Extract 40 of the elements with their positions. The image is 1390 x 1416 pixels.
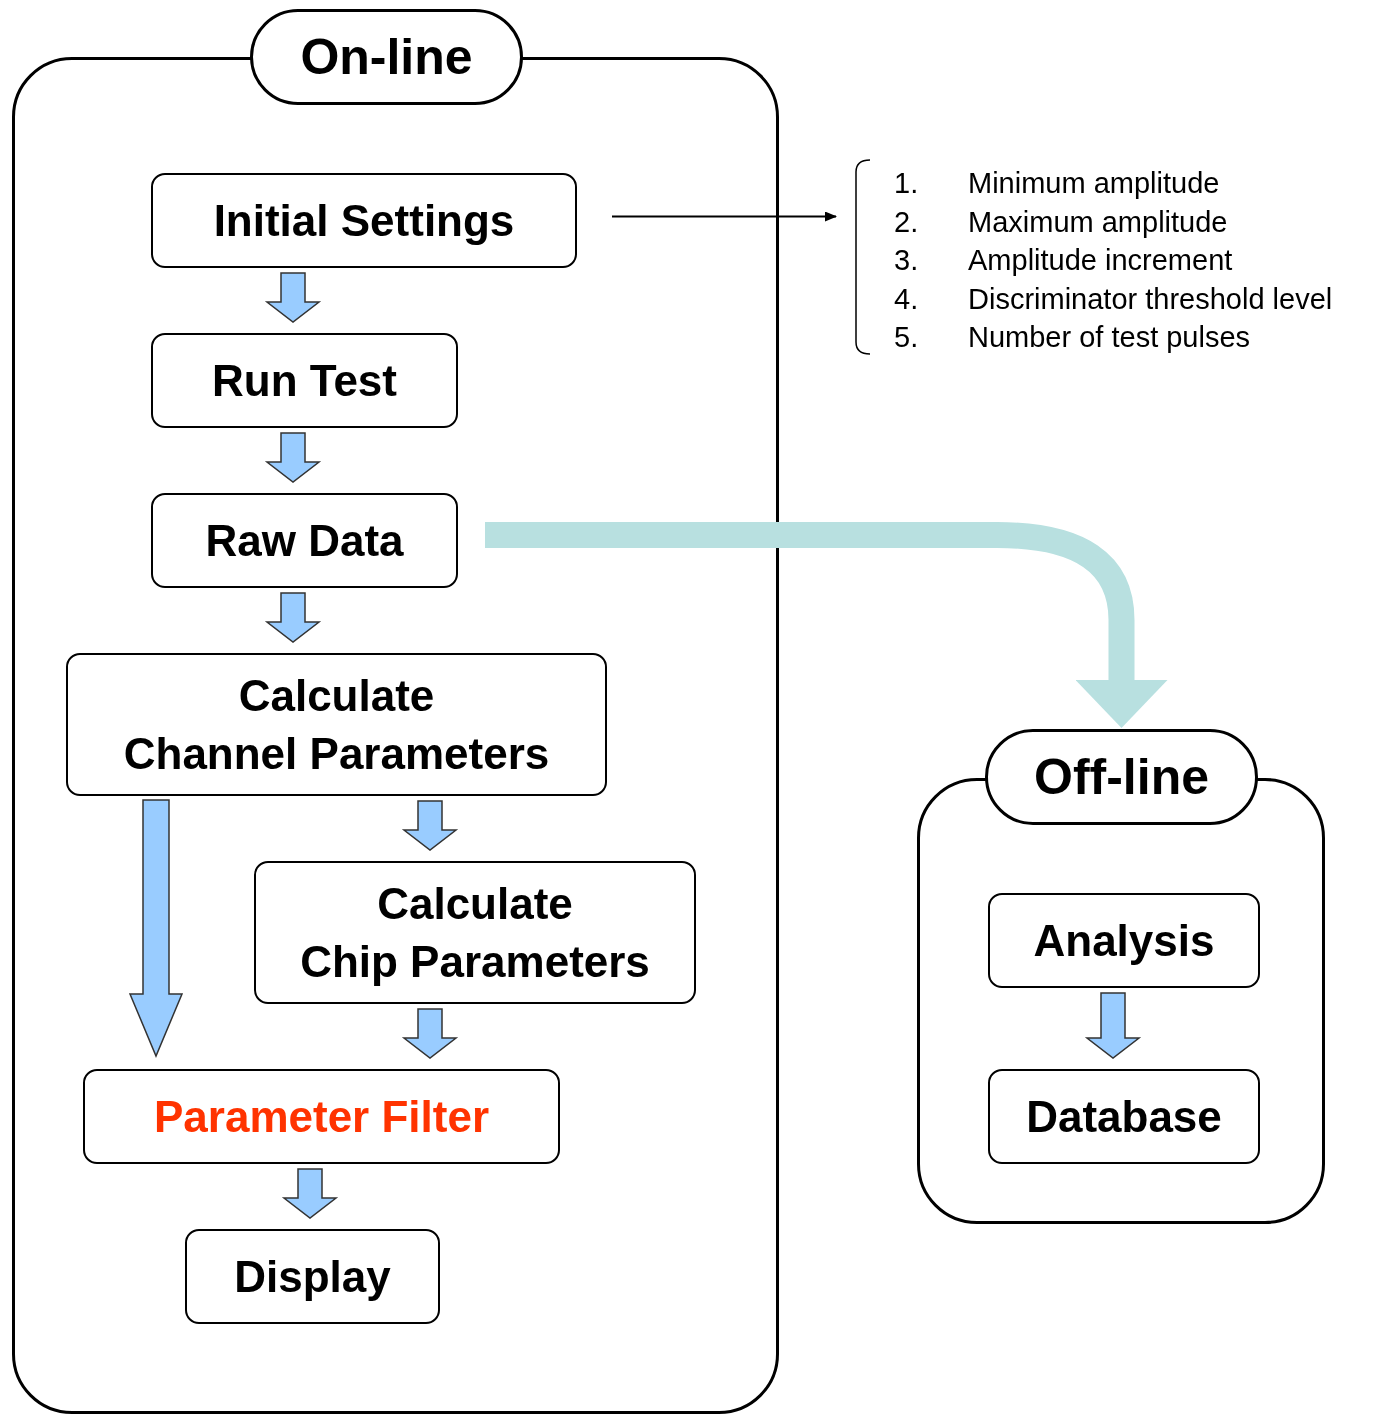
group-heading: On-line (250, 9, 523, 105)
process-box (66, 653, 607, 796)
box-label: Raw Data (205, 514, 404, 567)
box-label: Display (234, 1250, 391, 1303)
process-box (151, 493, 458, 588)
box-label: Run Test (212, 354, 397, 407)
box-label: Parameter Filter (153, 1090, 490, 1143)
process-box (151, 173, 577, 268)
pipe-arrow (485, 522, 1168, 728)
list-number: 2. (894, 204, 920, 240)
process-box (254, 861, 696, 1004)
block-arrow (264, 592, 322, 643)
block-arrow (401, 800, 459, 851)
block-arrow (401, 1008, 459, 1059)
process-box (988, 1069, 1260, 1164)
list-item: Maximum amplitude (968, 204, 1229, 240)
list-number: 1. (894, 166, 920, 201)
box-label: Database (1026, 1090, 1222, 1143)
block-arrow (1084, 992, 1142, 1059)
block-arrow (264, 432, 322, 483)
block-arrow (128, 799, 184, 1058)
list-number: 4. (894, 281, 920, 317)
box-label: Calculate Chip Parameters (300, 877, 650, 988)
box-label: Analysis (1033, 914, 1215, 967)
list-item: Discriminator threshold level (968, 281, 1333, 317)
list-item: Minimum amplitude (968, 166, 1221, 201)
arrow (611, 211, 837, 222)
list-item: Number of test pulses (968, 320, 1252, 355)
list-number: 3. (894, 243, 920, 278)
process-box (151, 333, 458, 428)
process-box (83, 1069, 560, 1164)
group-heading: Off-line (985, 729, 1258, 825)
box-label: Calculate Channel Parameters (123, 669, 550, 780)
process-box (185, 1229, 440, 1324)
box-label: Initial Settings (213, 194, 515, 247)
block-arrow (264, 272, 322, 323)
block-arrow (281, 1168, 339, 1219)
list-number: 5. (894, 320, 920, 355)
process-box (988, 893, 1260, 988)
list-item: Amplitude increment (968, 243, 1234, 278)
